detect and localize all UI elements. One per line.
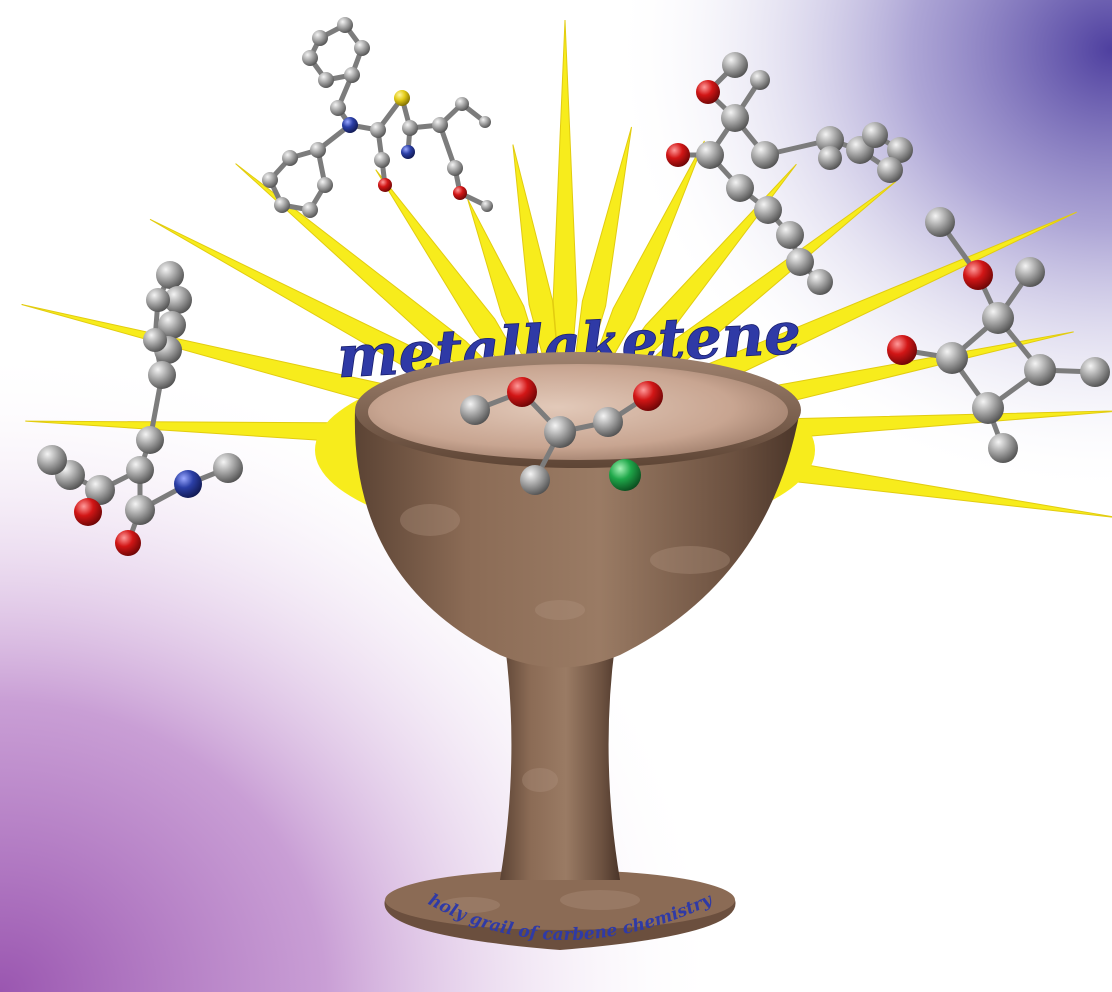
atom-carbon: [337, 17, 353, 33]
atom-carbon: [310, 142, 326, 158]
atom-carbon: [982, 302, 1014, 334]
atom-carbon: [148, 361, 176, 389]
atom-carbon: [988, 433, 1018, 463]
atom-carbon: [925, 207, 955, 237]
atom-carbon: [370, 122, 386, 138]
atom-carbon: [544, 416, 576, 448]
atom-metal: [609, 459, 641, 491]
atom-oxygen: [115, 530, 141, 556]
atom-carbon: [750, 70, 770, 90]
atom-carbon: [125, 495, 155, 525]
atom-nitrogen: [401, 145, 415, 159]
atom-carbon: [143, 328, 167, 352]
atom-carbon: [862, 122, 888, 148]
atom-carbon: [318, 72, 334, 88]
starburst-ray: [552, 19, 578, 441]
atom-carbon: [786, 248, 814, 276]
atom-sulfur: [394, 90, 410, 106]
atom-carbon: [85, 475, 115, 505]
atom-oxygen: [666, 143, 690, 167]
atom-carbon: [282, 150, 298, 166]
atom-carbon: [374, 152, 390, 168]
atom-carbon: [302, 50, 318, 66]
atom-carbon: [262, 172, 278, 188]
atom-carbon: [455, 97, 469, 111]
atom-oxygen: [74, 498, 102, 526]
atom-carbon: [402, 120, 418, 136]
atom-carbon: [126, 456, 154, 484]
atom-carbon: [158, 311, 186, 339]
molecule-right: [887, 207, 1110, 463]
atom-carbon: [330, 100, 346, 116]
atom-carbon: [213, 453, 243, 483]
atom-carbon: [481, 200, 493, 212]
atom-carbon: [1080, 357, 1110, 387]
atom-oxygen: [963, 260, 993, 290]
atom-carbon: [807, 269, 833, 295]
atom-carbon: [726, 174, 754, 202]
atom-carbon: [479, 116, 491, 128]
atom-oxygen: [507, 377, 537, 407]
atom-carbon: [156, 261, 184, 289]
atom-carbon: [751, 141, 779, 169]
atom-carbon: [312, 30, 328, 46]
atom-carbon: [936, 342, 968, 374]
atom-carbon: [146, 288, 170, 312]
atom-carbon: [354, 40, 370, 56]
atom-carbon: [972, 392, 1004, 424]
atom-carbon: [776, 221, 804, 249]
grail-cup-icon: [354, 352, 801, 950]
molecule-center: [460, 377, 663, 495]
atom-carbon: [344, 67, 360, 83]
atom-carbon: [721, 104, 749, 132]
atom-carbon: [696, 141, 724, 169]
atom-carbon: [818, 146, 842, 170]
atom-carbon: [1015, 257, 1045, 287]
atom-carbon: [887, 137, 913, 163]
atom-oxygen: [887, 335, 917, 365]
atom-nitrogen: [174, 470, 202, 498]
atom-carbon: [432, 117, 448, 133]
atom-carbon: [593, 407, 623, 437]
atom-carbon: [877, 157, 903, 183]
atom-carbon: [274, 197, 290, 213]
atom-carbon: [1024, 354, 1056, 386]
atom-oxygen: [696, 80, 720, 104]
molecule-left: [37, 261, 243, 556]
atom-carbon: [816, 126, 844, 154]
atom-carbon: [37, 445, 67, 475]
atom-carbon: [754, 196, 782, 224]
molecules-layer: [37, 17, 1110, 556]
molecule-top-right: [666, 52, 913, 295]
atom-carbon: [317, 177, 333, 193]
atom-oxygen: [378, 178, 392, 192]
atom-oxygen: [453, 186, 467, 200]
atom-carbon: [136, 426, 164, 454]
atom-carbon: [460, 395, 490, 425]
atom-oxygen: [633, 381, 663, 411]
atom-carbon: [164, 286, 192, 314]
atom-carbon: [302, 202, 318, 218]
atom-carbon: [722, 52, 748, 78]
molecule-top: [262, 17, 493, 218]
atom-carbon: [447, 160, 463, 176]
atom-carbon: [520, 465, 550, 495]
atom-nitrogen: [342, 117, 358, 133]
